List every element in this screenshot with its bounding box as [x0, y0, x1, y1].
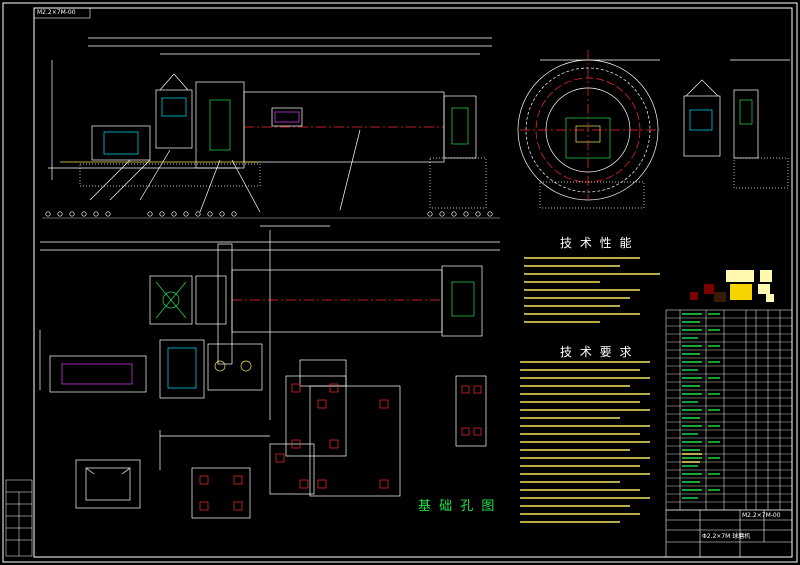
left-revision-block — [5, 479, 33, 557]
foundation-plan — [75, 359, 487, 519]
parts-list-text — [682, 313, 720, 499]
foundation-title: 基 础 孔 图 — [418, 499, 497, 514]
inner-border — [33, 7, 793, 558]
pixel-blocks — [690, 270, 774, 302]
parts-list-yellow-rows — [682, 453, 702, 463]
parts-list-table — [665, 309, 793, 511]
title-block-name: Φ2.2×7M 球磨机 — [702, 533, 751, 540]
tech-performance-title: 技 术 性 能 — [560, 236, 634, 250]
title-block-code: M2.2×7M-00 — [742, 512, 781, 519]
front-elevation-view — [42, 37, 500, 219]
tech-performance-lines — [524, 257, 660, 323]
end-section-view — [517, 50, 790, 209]
drawing-code-label: M2.2×7M-00 — [37, 9, 76, 16]
plan-view — [39, 225, 500, 420]
code-box — [33, 7, 91, 19]
tech-requirements-title: 技 术 要 求 — [560, 345, 634, 359]
tech-requirements-lines — [520, 361, 650, 523]
title-block — [665, 509, 793, 558]
